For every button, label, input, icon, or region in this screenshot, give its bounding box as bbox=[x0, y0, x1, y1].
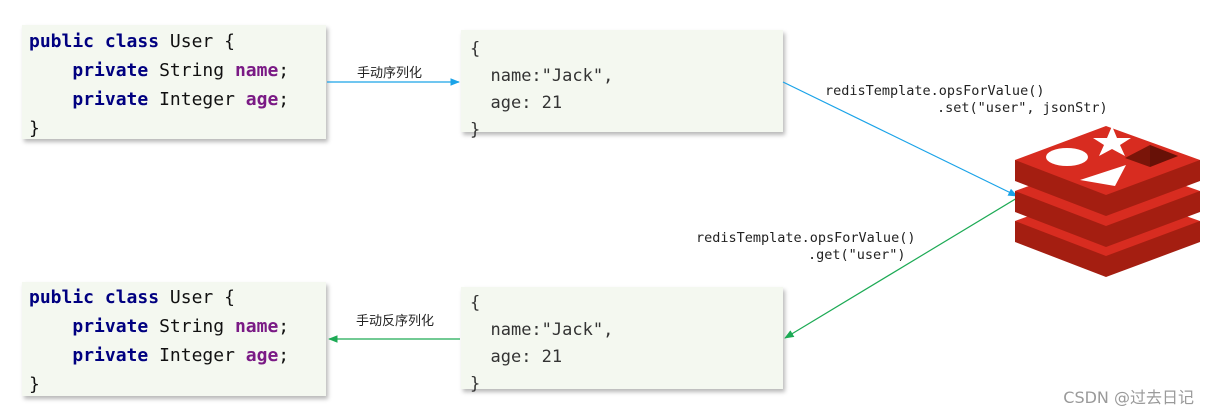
set-command-line1: redisTemplate.opsForValue() bbox=[825, 83, 1045, 99]
field-type: String bbox=[159, 60, 225, 81]
set-arrow bbox=[782, 81, 1018, 197]
keyword-public: public bbox=[29, 287, 95, 308]
json-box-top: { name:"Jack", age: 21 } bbox=[461, 30, 783, 140]
closing-brace: } bbox=[29, 118, 40, 139]
semicolon: ; bbox=[278, 89, 290, 110]
keyword-class: class bbox=[104, 287, 160, 308]
json-age-line: age: 21 bbox=[490, 93, 563, 113]
set-command-line2: .set("user", jsonStr) bbox=[937, 100, 1108, 116]
field-name: age bbox=[245, 89, 279, 110]
java-class-code-top: public class User { private String name;… bbox=[29, 27, 289, 143]
get-command-line2: .get("user") bbox=[808, 247, 906, 263]
get-arrow bbox=[784, 197, 1018, 339]
field-type: Integer bbox=[159, 89, 235, 110]
watermark: CSDN @过去日记 bbox=[1063, 388, 1194, 407]
json-age-line: age: 21 bbox=[490, 347, 563, 367]
keyword-private: private bbox=[72, 60, 149, 81]
json-close-brace: } bbox=[470, 120, 481, 140]
json-code-bottom: { name:"Jack", age: 21 } bbox=[470, 290, 613, 398]
semicolon: ; bbox=[278, 316, 290, 337]
keyword-private: private bbox=[72, 345, 149, 366]
java-class-code-bottom: public class User { private String name;… bbox=[29, 283, 289, 399]
java-class-box-top: public class User { private String name;… bbox=[22, 25, 326, 139]
keyword-public: public bbox=[29, 31, 95, 52]
json-code-top: { name:"Jack", age: 21 } bbox=[470, 36, 613, 144]
field-name: name bbox=[234, 316, 279, 337]
field-name: age bbox=[245, 345, 279, 366]
field-name: name bbox=[234, 60, 279, 81]
semicolon: ; bbox=[278, 345, 290, 366]
semicolon: ; bbox=[278, 60, 290, 81]
keyword-class: class bbox=[104, 31, 160, 52]
get-command-line1: redisTemplate.opsForValue() bbox=[696, 230, 916, 246]
field-type: Integer bbox=[159, 345, 235, 366]
class-name: User { bbox=[169, 287, 235, 308]
keyword-private: private bbox=[72, 89, 149, 110]
field-type: String bbox=[159, 316, 225, 337]
json-open-brace: { bbox=[470, 39, 481, 59]
json-open-brace: { bbox=[470, 293, 481, 313]
json-name-line: name:"Jack", bbox=[490, 66, 614, 86]
json-close-brace: } bbox=[470, 374, 481, 394]
java-class-box-bottom: public class User { private String name;… bbox=[22, 282, 326, 396]
json-name-line: name:"Jack", bbox=[490, 320, 614, 340]
closing-brace: } bbox=[29, 374, 40, 395]
serialize-label: 手动序列化 bbox=[357, 66, 423, 81]
keyword-private: private bbox=[72, 316, 149, 337]
deserialize-label: 手动反序列化 bbox=[356, 314, 435, 329]
class-name: User { bbox=[169, 31, 235, 52]
json-box-bottom: { name:"Jack", age: 21 } bbox=[461, 287, 783, 394]
